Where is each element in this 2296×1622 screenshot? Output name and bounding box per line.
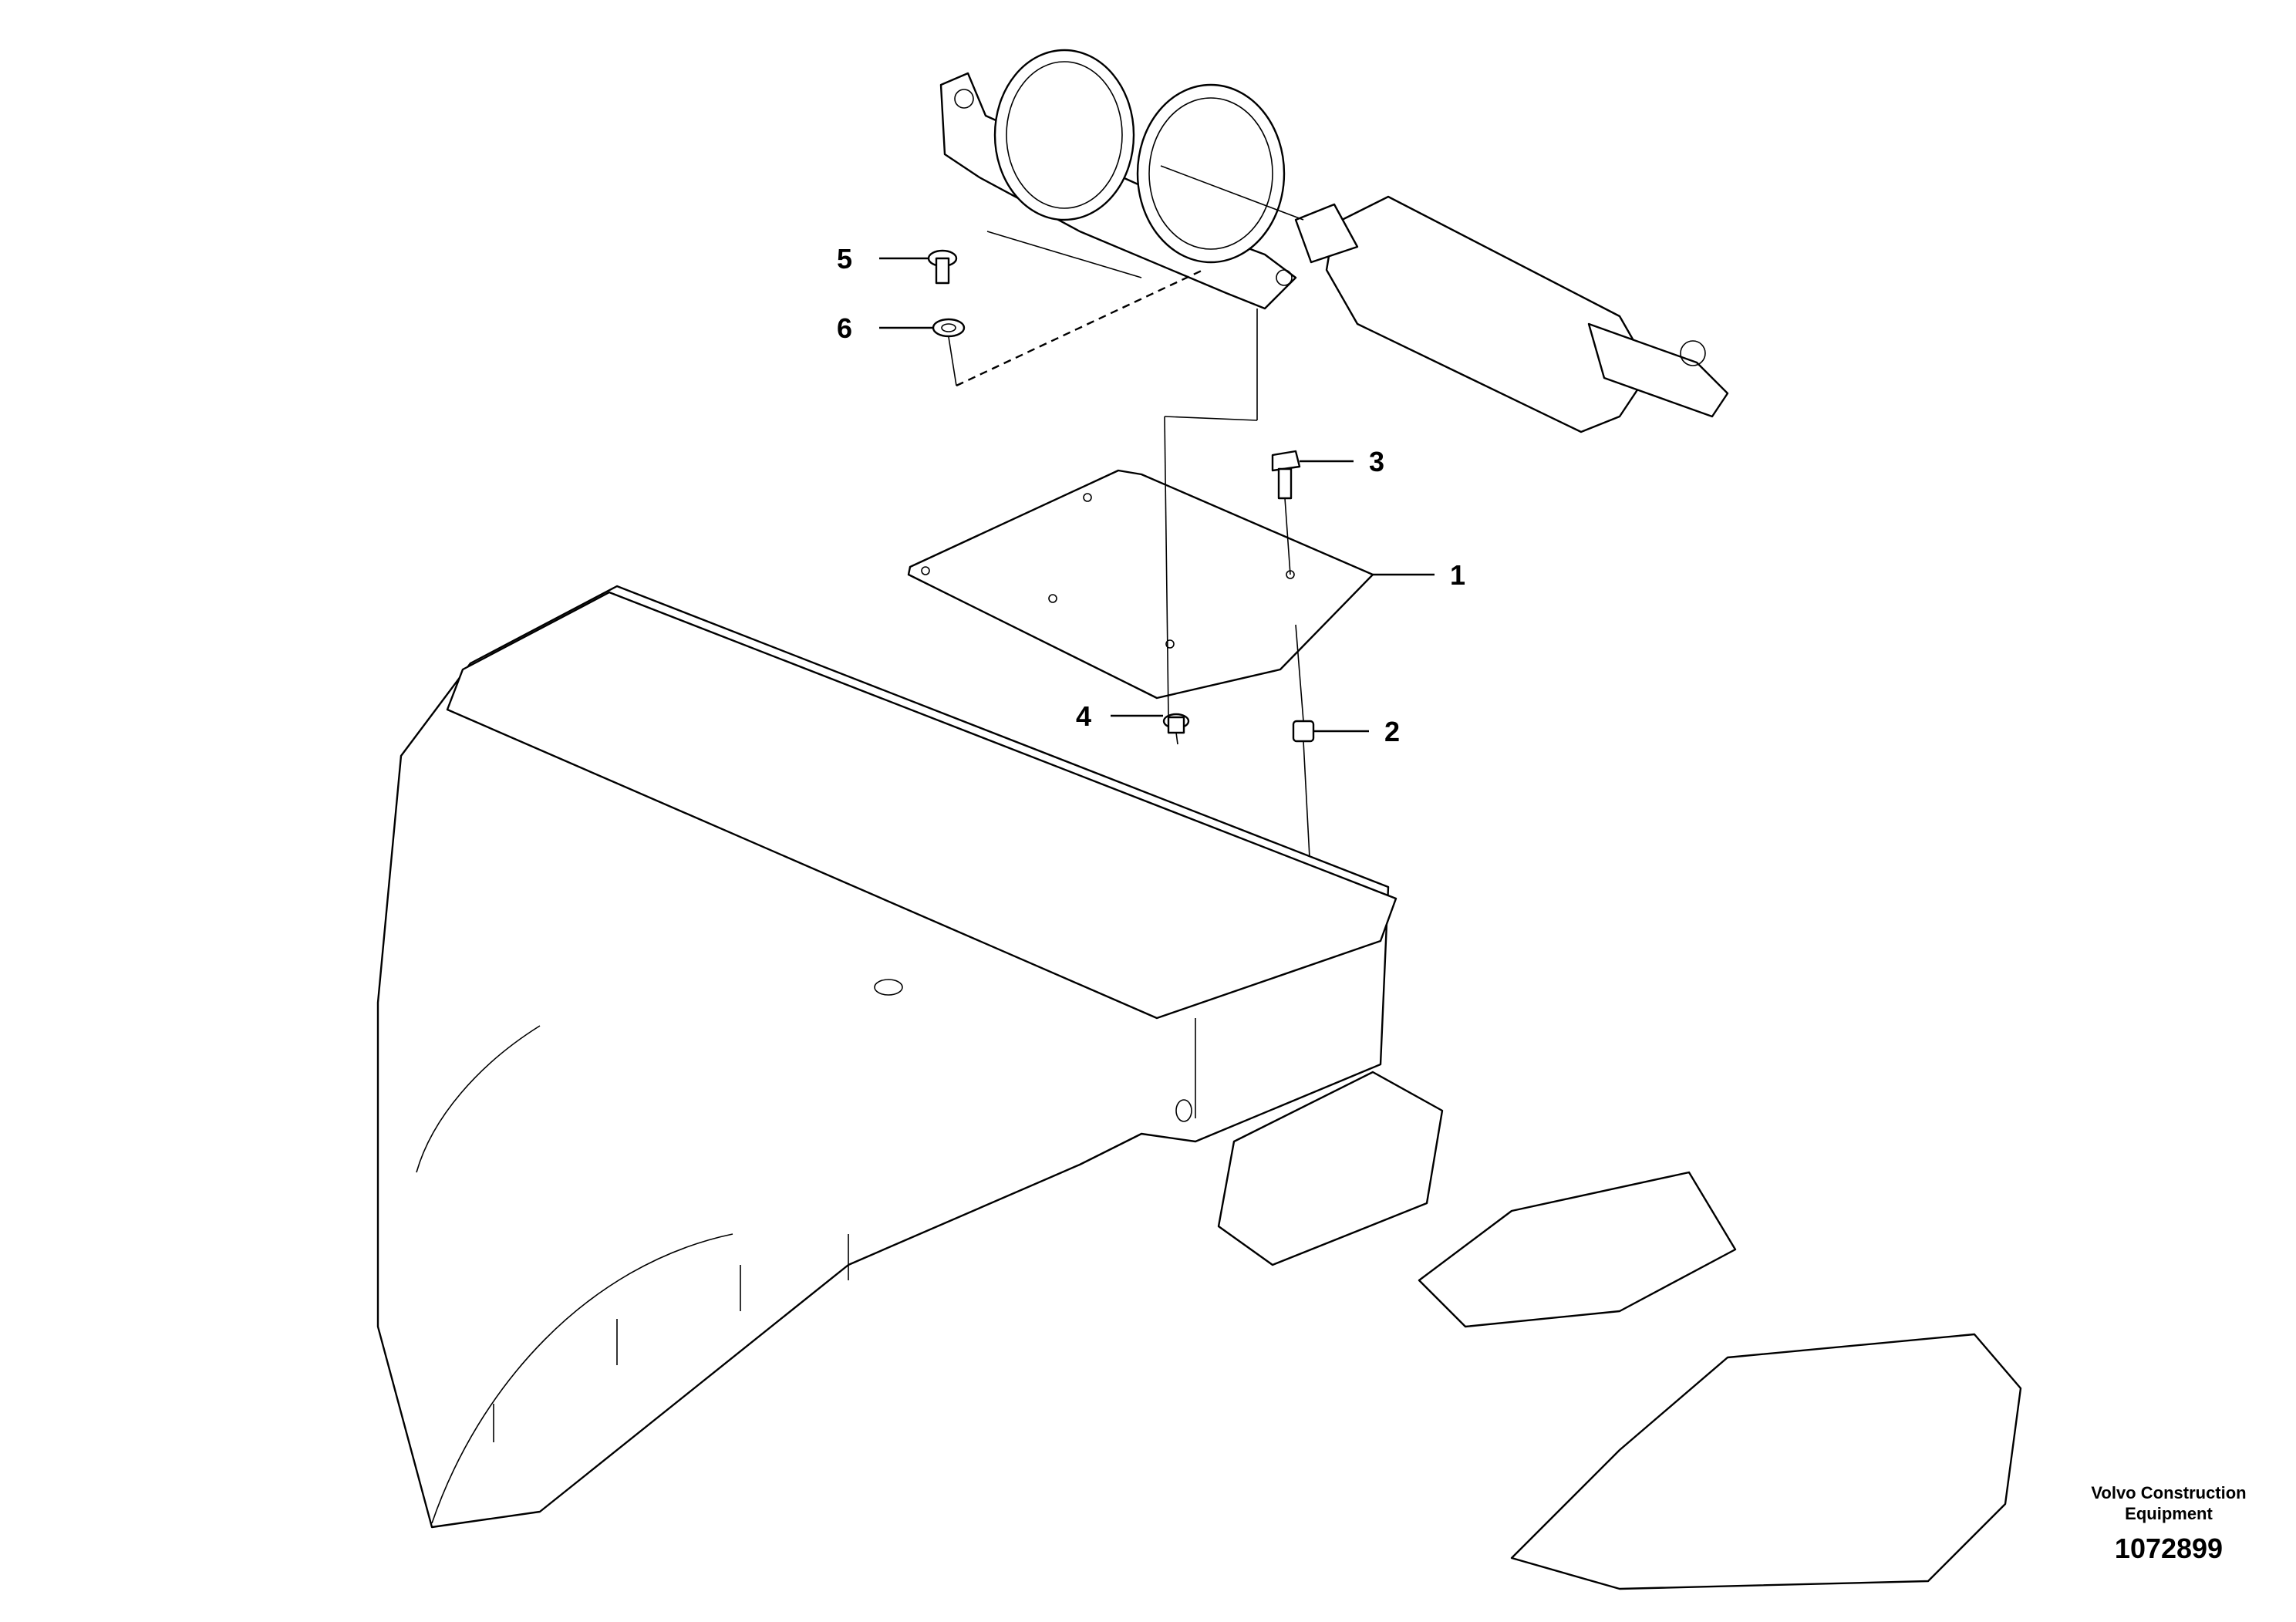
callout-3: 3 — [1369, 446, 1384, 477]
extinguisher-bracket — [939, 49, 1297, 310]
nut-4 — [1162, 713, 1190, 734]
screw-5 — [927, 249, 958, 285]
bushing-2 — [1292, 720, 1315, 743]
callout-6: 6 — [837, 312, 852, 344]
mounting-plate — [907, 469, 1374, 700]
callout-2: 2 — [1384, 716, 1400, 747]
callout-4: 4 — [1076, 700, 1091, 732]
callout-5: 5 — [837, 243, 852, 275]
drawing-number: 1072899 — [2115, 1533, 2223, 1564]
fender-assembly — [376, 585, 2022, 1590]
washer-6 — [932, 318, 966, 338]
brand-line-1: Volvo Construction — [2091, 1483, 2246, 1502]
screw-3 — [1271, 450, 1301, 500]
callout-1: 1 — [1450, 559, 1465, 591]
fire-extinguisher — [1160, 165, 1729, 433]
brand-line-2: Equipment — [2125, 1504, 2213, 1523]
